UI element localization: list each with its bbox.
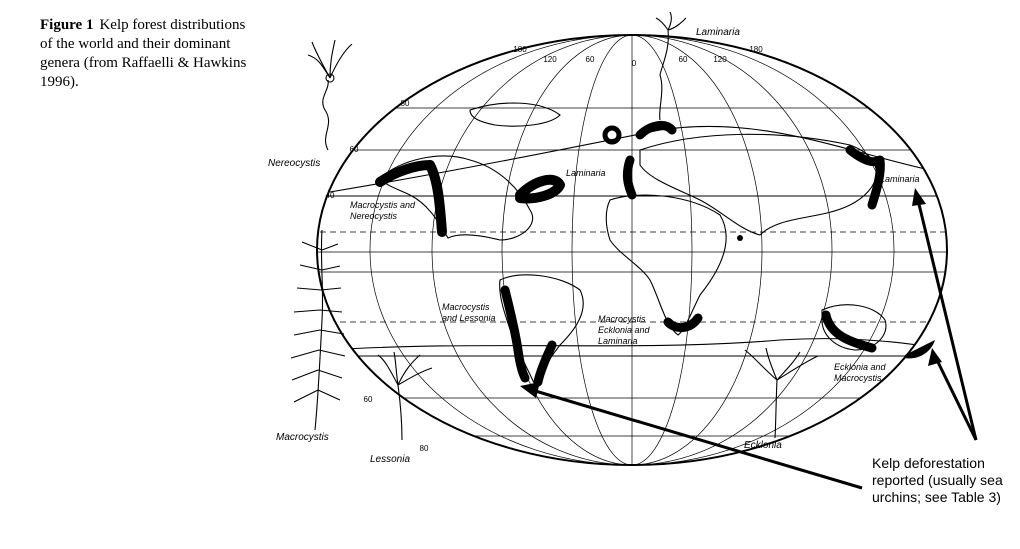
kelp-distribution	[375, 120, 885, 387]
label-macrocystis-lessonia: Macrocystis and Lessonia	[442, 302, 496, 323]
label-macrocystis-ecklonia-laminaria: Macrocystis Ecklonia and Laminaria	[598, 314, 650, 346]
caption-text: Kelp forest distributions of the world a…	[40, 17, 247, 90]
latitude-tick: 60	[350, 145, 359, 154]
label-laminaria-top: Laminaria	[696, 27, 740, 38]
longitude-tick: 120	[543, 55, 557, 64]
greenland	[469, 102, 561, 127]
nereocystis-illustration	[307, 39, 353, 151]
kelp-illustrations	[290, 11, 819, 441]
australia	[821, 304, 887, 351]
latitude-tick: 80	[401, 99, 410, 108]
label-nereocystis: Nereocystis	[268, 158, 320, 169]
label-lessonia: Lessonia	[370, 454, 410, 465]
label-laminaria-atlantic: Laminaria	[566, 168, 606, 178]
lessonia-illustration	[377, 351, 433, 441]
macrocystis-illustration	[290, 229, 346, 431]
figure-label: Figure 1	[40, 17, 94, 33]
longitude-tick: 60	[586, 55, 595, 64]
north-america	[379, 155, 533, 241]
latitude-tick: 40	[326, 191, 335, 200]
longitude-tick: 0	[632, 59, 637, 68]
graticule	[317, 35, 947, 465]
deforestation-arrows	[520, 188, 978, 490]
africa	[605, 194, 727, 336]
label-macrocystis: Macrocystis	[276, 432, 329, 443]
latitude-tick: 80	[420, 444, 429, 453]
latitude-tick: 60	[364, 395, 373, 404]
label-macrocystis-nereocystis: Macrocystis and Nereocystis	[350, 200, 415, 221]
label-ecklonia: Ecklonia	[744, 440, 782, 451]
longitude-tick: 180	[749, 45, 763, 54]
laminaria-illustration	[655, 11, 687, 121]
longitude-tick: 120	[713, 55, 727, 64]
eurasia	[639, 133, 877, 236]
longitude-tick: 60	[679, 55, 688, 64]
label-laminaria-east: Laminaria	[880, 174, 920, 184]
new-zealand-kelp	[905, 340, 935, 359]
label-ecklonia-macrocystis: Ecklonia and Macrocystis	[834, 362, 886, 383]
deforestation-annotation: Kelp deforestation reported (usually sea…	[872, 455, 1003, 505]
longitude-tick: 180	[513, 45, 527, 54]
ecklonia-illustration	[744, 347, 819, 439]
